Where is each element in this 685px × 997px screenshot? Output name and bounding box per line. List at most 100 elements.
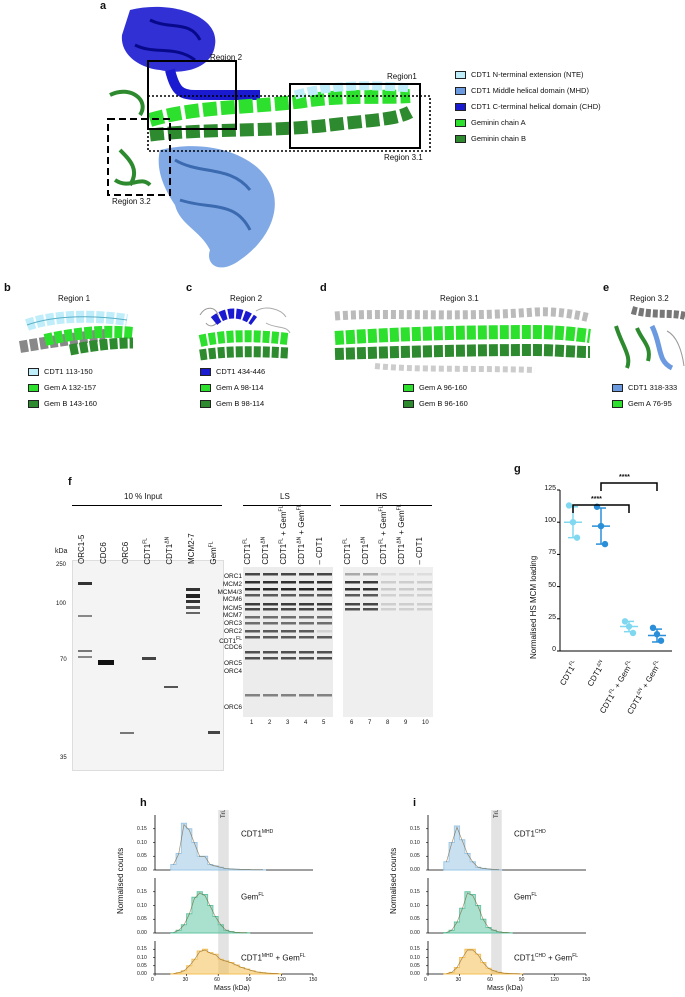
b-legend-label-1: Gem A 132-157 — [44, 383, 97, 392]
h-row-label-part: MHD — [261, 829, 274, 835]
gel-band — [263, 622, 278, 625]
b-legend-2: Gem B 143-160 — [28, 399, 97, 408]
gel-band — [399, 573, 414, 576]
gel-band — [317, 573, 332, 576]
panel-label-g: g — [514, 463, 521, 475]
gel-band — [281, 636, 296, 639]
ls-bracket — [243, 505, 331, 506]
gel-band — [263, 603, 278, 606]
g-sig-bracket-1 — [572, 504, 630, 513]
gel-band — [317, 616, 332, 619]
b-legend-1: Gem A 132-157 — [28, 383, 96, 392]
gel-band — [263, 636, 278, 639]
h-row-label-part: FL — [258, 892, 265, 898]
h-ytick-label: 0.10 — [137, 839, 147, 846]
swatch-chd — [455, 102, 466, 111]
marker-35: 35 — [60, 755, 67, 761]
gel-band — [317, 588, 332, 591]
gel-band — [281, 651, 296, 654]
gel-band — [263, 594, 278, 597]
gel-band — [245, 608, 260, 611]
h-ytick-label: 0.10 — [137, 902, 147, 909]
g-point — [653, 631, 661, 638]
gel-band — [299, 608, 314, 611]
h-xtick-label: 120 — [277, 977, 286, 983]
gel-band — [381, 573, 396, 576]
gel-band — [299, 636, 314, 639]
h-row-label-part: FL — [299, 953, 306, 959]
h-ylabel: Normalised counts — [116, 847, 125, 914]
legend-gem-b: Geminin chain B — [455, 134, 526, 143]
g-ytick-label: 100 — [544, 517, 556, 525]
swatch-gem-a — [455, 118, 466, 127]
gel-band — [299, 603, 314, 606]
gel-band — [299, 581, 314, 584]
lane-number-7: 7 — [368, 720, 372, 726]
lane-number-4: 4 — [304, 720, 308, 726]
gel-band — [263, 630, 278, 633]
gel-band — [263, 694, 278, 697]
gel-band — [381, 588, 396, 591]
e-swatch-0 — [612, 383, 623, 392]
b-legend-label-2: Gem B 143-160 — [44, 399, 97, 408]
gel-band — [363, 594, 378, 597]
lane-number-9: 9 — [404, 720, 408, 726]
h-row-label-part: CDT1 — [241, 829, 262, 839]
band-orc4: ORC4 — [223, 668, 242, 675]
h-ytick-label: 0.05 — [137, 853, 147, 860]
panel-label-f: f — [68, 476, 72, 488]
legend-chd: CDT1 C-terminal helical domain (CHD) — [455, 102, 601, 111]
gel-band — [299, 594, 314, 597]
region-1-label: Region1 — [387, 72, 417, 81]
g-point — [625, 623, 633, 630]
h-ytick-label: 0.10 — [137, 954, 147, 961]
gel-band — [363, 573, 378, 576]
i-xtick-label: 0 — [424, 977, 427, 983]
gel-band — [381, 608, 396, 611]
gel-band — [417, 588, 432, 591]
i-ytick-label: 0.05 — [410, 853, 420, 860]
region-2-label: Region 2 — [210, 53, 243, 62]
panel-label-b: b — [4, 282, 11, 294]
hs-bracket — [340, 505, 432, 506]
h-row-label-part: MHD — [261, 953, 274, 959]
b-swatch-2 — [28, 399, 39, 408]
region-2-title: Region 2 — [230, 294, 263, 303]
region-3-1-title: Region 3.1 — [440, 294, 479, 303]
h-row-label-part: + Gem — [273, 953, 300, 963]
i-row-label-part: FL — [572, 953, 579, 959]
gel-band — [263, 651, 278, 654]
h-xtick-label: 30 — [182, 977, 189, 983]
gel-band — [345, 573, 360, 576]
gel-band — [245, 616, 260, 619]
lane-number-5: 5 — [322, 720, 326, 726]
i-ytick-label: 0.15 — [410, 888, 420, 895]
region-2-image — [198, 307, 291, 361]
gel-band — [245, 657, 260, 660]
gel-band — [363, 588, 378, 591]
i-ytick-label: 0.00 — [410, 971, 420, 977]
gel-band — [363, 581, 378, 584]
gel-band — [381, 581, 396, 584]
ls-gel — [243, 567, 333, 717]
gel-band — [317, 608, 332, 611]
lane-number-2: 2 — [268, 720, 272, 726]
region-1-image — [18, 310, 134, 356]
band-cdt1: CDT1FL — [204, 636, 242, 645]
i-ytick-label: 0.05 — [410, 962, 420, 969]
gel-band — [317, 630, 332, 633]
c-legend-label-0: CDT1 434-446 — [216, 367, 266, 376]
region-3-1-label: Region 3.1 — [384, 153, 423, 162]
g-point — [649, 624, 657, 632]
g-point — [601, 540, 609, 548]
e-legend-label-0: CDT1 318-333 — [628, 383, 678, 392]
panel-label-e: e — [603, 282, 610, 294]
h-row2-fit — [173, 949, 279, 975]
gel-band — [381, 603, 396, 606]
gel-band — [281, 694, 296, 697]
ls-label: LS — [280, 492, 290, 501]
i-row-label-part: Gem — [514, 892, 532, 902]
gel-band — [245, 581, 260, 584]
input-title: 10 % Input — [124, 492, 163, 501]
legend-chd-label: CDT1 C-terminal helical domain (CHD) — [471, 102, 601, 111]
